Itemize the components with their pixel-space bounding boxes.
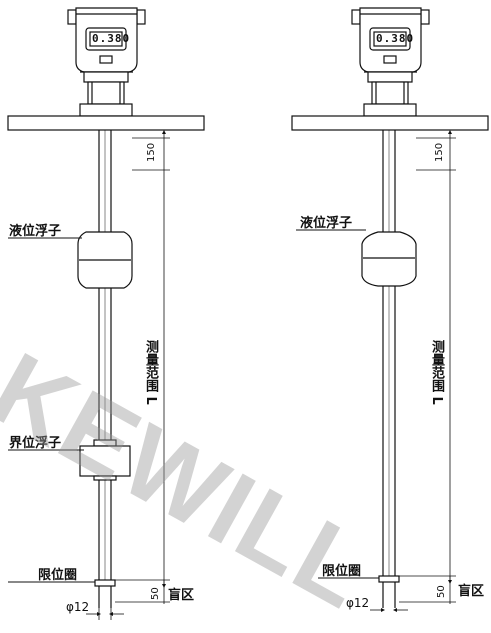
right-dim-diameter: φ12: [346, 596, 370, 610]
right-dimension-lines: [370, 130, 456, 612]
right-transmitter-head: [351, 7, 430, 83]
right-dim-bottom: 50: [436, 585, 447, 598]
right-stop-ring-label: 限位圈: [322, 564, 362, 579]
left-interface-float: [79, 439, 131, 481]
left-neck: [79, 81, 133, 117]
left-liquid-float-label: 液位浮子: [9, 224, 62, 239]
left-rod: [98, 130, 112, 586]
left-dim-top: 150: [146, 142, 157, 162]
right-liquid-float: [361, 231, 417, 287]
right-leaders: [296, 229, 379, 579]
right-range-label: 测量范围 L: [429, 340, 444, 405]
left-liquid-float: [77, 231, 133, 289]
left-transmitter-head: [67, 7, 146, 83]
left-stop-ring-label: 限位圈: [38, 568, 78, 583]
right-blind-zone-label: 盲区: [458, 584, 485, 599]
left-display-readout: 0.380: [92, 32, 131, 45]
left-instrument: [7, 7, 205, 620]
right-liquid-float-label: 液位浮子: [300, 216, 353, 231]
right-rod: [382, 130, 396, 580]
right-display-readout: 0.380: [376, 32, 415, 45]
left-dimension-lines: [86, 130, 170, 620]
right-dim-top: 150: [434, 142, 445, 162]
left-dim-diameter: φ12: [66, 600, 90, 614]
right-flange: [291, 115, 489, 131]
left-interface-float-label: 界位浮子: [9, 436, 62, 451]
right-instrument: [291, 7, 489, 612]
left-blind-zone-label: 盲区: [168, 588, 195, 603]
right-neck: [363, 81, 417, 117]
left-dim-bottom: 50: [150, 587, 161, 600]
left-leaders: [8, 237, 95, 583]
left-flange: [7, 115, 205, 131]
left-range-label: 测量范围 L: [143, 340, 158, 405]
left-stop-ring: [94, 579, 116, 587]
right-stop-ring: [378, 575, 400, 583]
